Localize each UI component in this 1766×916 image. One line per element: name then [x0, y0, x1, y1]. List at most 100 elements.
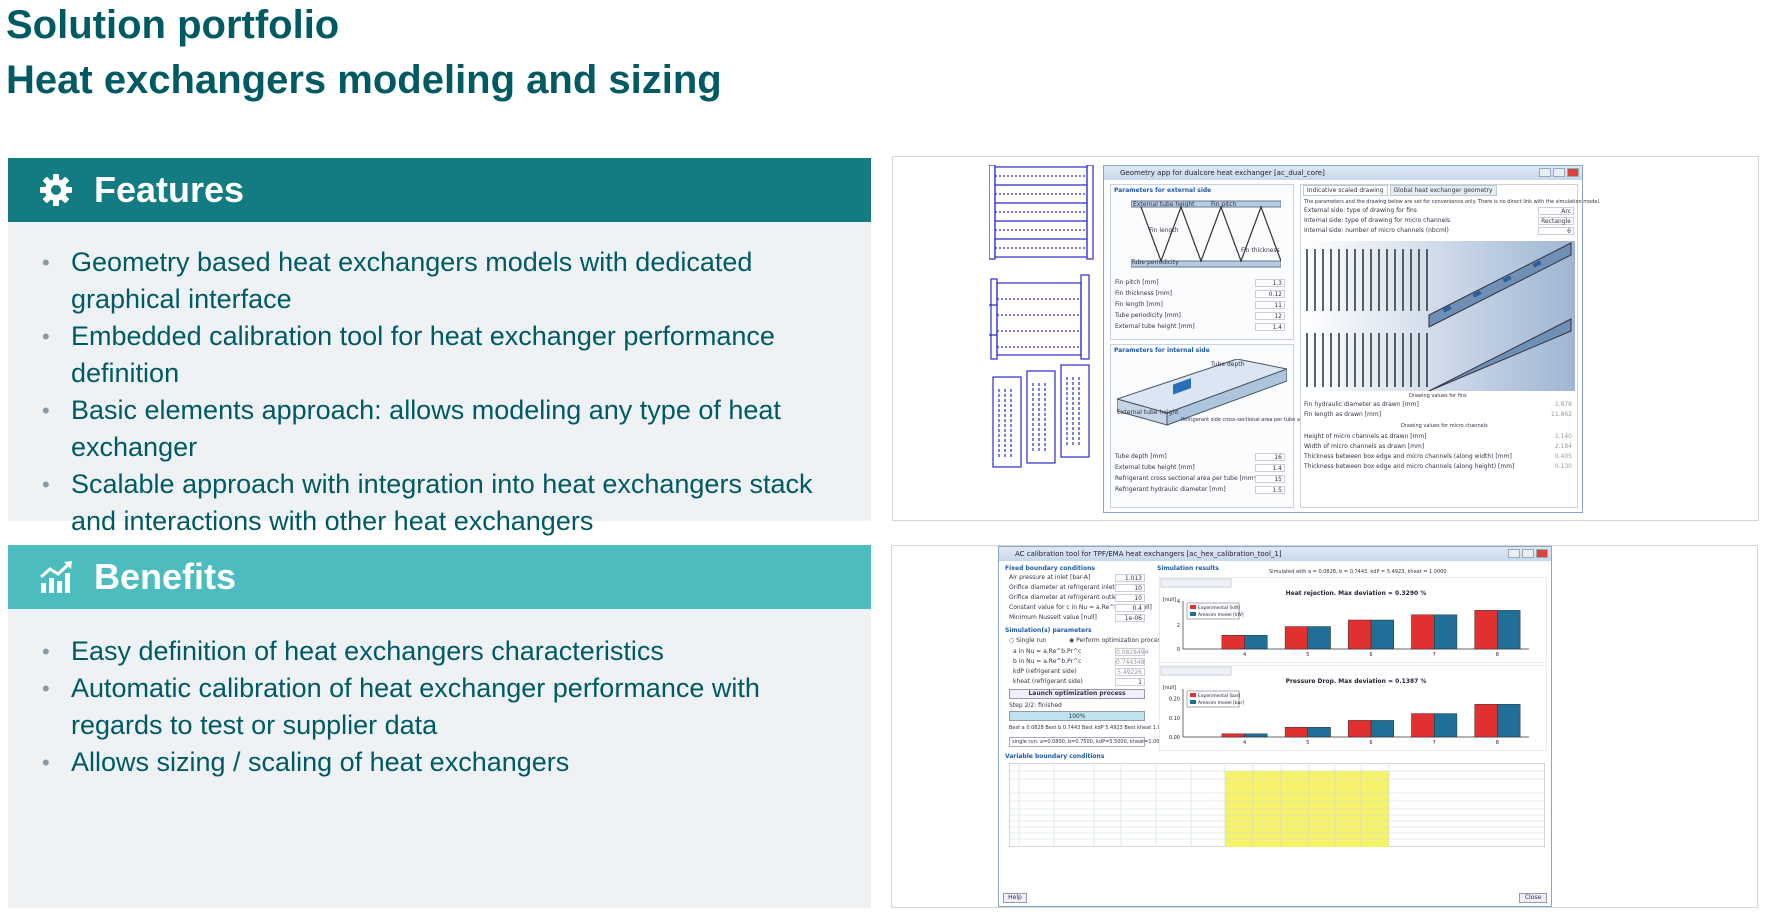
tab-scaled-drawing[interactable]: Indicative scaled drawing [1303, 185, 1388, 196]
bar [1244, 634, 1268, 650]
minimize-button[interactable] [1508, 549, 1520, 558]
param-row: Internal side: number of micro channels … [1304, 227, 1574, 237]
list-item: Geometry based heat exchangers models wi… [8, 244, 871, 318]
param-input[interactable]: 11 [1255, 301, 1285, 309]
bar [1370, 720, 1394, 738]
progress-bar: 100% [1009, 711, 1145, 721]
close-button[interactable]: Close [1519, 893, 1547, 903]
bar [1434, 614, 1458, 650]
param-row: Refrigerant cross sectional area per tub… [1115, 475, 1285, 485]
bar [1221, 733, 1245, 738]
value-row: Fin length as drawn [mm]11.862 [1304, 411, 1572, 418]
features-list: Geometry based heat exchangers models wi… [8, 244, 871, 540]
y-tick-label: 2 [1177, 623, 1180, 629]
param-input[interactable]: 0.0828494 [1115, 648, 1149, 656]
section-title: Simulation results [1157, 565, 1219, 572]
simulated-with: Simulated with a = 0.0828, b = 0.7443, k… [1269, 569, 1447, 575]
section-title: Variable boundary conditions [1005, 753, 1105, 760]
bar [1411, 713, 1435, 738]
help-button[interactable]: Help [1003, 893, 1027, 903]
x-tick-label: 5 [1306, 740, 1309, 746]
legend-label: Amesim model [kW] [1198, 612, 1244, 618]
param-input[interactable]: 0.4 [1115, 604, 1145, 612]
param-row: Orifice diameter at refrigerant inlet [m… [1009, 584, 1145, 594]
param-row: Tube depth [mm]16 [1115, 453, 1285, 463]
value-row: Fin hydraulic diameter as drawn [mm]1.87… [1304, 401, 1572, 408]
param-row: Tube periodicity [mm]12 [1115, 312, 1285, 322]
geometry-app-screenshot: Geometry app for dualcore heat exchanger… [892, 156, 1759, 521]
param-input[interactable]: 10 [1115, 584, 1145, 592]
launch-optimization-button[interactable]: Launch optimization process [1009, 689, 1145, 699]
list-item: Allows sizing / scaling of heat exchange… [8, 744, 871, 781]
bar [1348, 619, 1372, 650]
features-panel: Features Geometry based heat exchangers … [8, 158, 871, 536]
value-row: Thickness between box edge and micro cha… [1304, 453, 1572, 460]
param-input[interactable]: 1.3 [1255, 279, 1285, 287]
internal-side-box: Parameters for internal side Tube depth … [1110, 344, 1355, 508]
chart-title: Pressure Drop. Max deviation = 0.1387 % [1286, 678, 1427, 685]
step-text: Step 2/2: finished [1009, 702, 1062, 709]
close-icon[interactable] [1536, 549, 1548, 558]
run-select[interactable]: single run: a=0.0800, b=0.7500, kdP=5.50… [1009, 737, 1166, 747]
param-input[interactable]: 0.744348 [1115, 658, 1145, 666]
x-tick-label: 6 [1369, 652, 1372, 658]
bar [1370, 619, 1394, 650]
legend-label: Amesim model [bar] [1198, 700, 1244, 706]
radio-single-run[interactable]: ○ Single run [1009, 637, 1047, 644]
bar [1284, 727, 1308, 738]
external-side-box: Parameters for external side External tu… [1110, 184, 1294, 340]
value-row: Thickness between box edge and micro cha… [1304, 463, 1572, 470]
drawing-pane: Indicative scaled drawing Global heat ex… [1300, 184, 1600, 508]
diagram-label: Fin pitch [1211, 201, 1237, 208]
param-input[interactable]: 1.5 [1255, 486, 1285, 494]
chart-growth-icon [36, 557, 76, 597]
param-row: kheat (refrigerant side)1 [1013, 678, 1145, 688]
type-select[interactable]: Arc [1538, 207, 1574, 215]
pressure-drop-chart: Pressure Drop. Max deviation = 0.1387 %[… [1159, 665, 1547, 751]
param-input[interactable]: 15 [1255, 475, 1285, 483]
value-row: Width of micro channels as drawn [mm]2.1… [1304, 443, 1572, 450]
param-input[interactable]: 1 [1115, 678, 1145, 686]
bar [1307, 626, 1331, 650]
section-title: Parameters for internal side [1114, 347, 1210, 354]
gear-icon [36, 170, 76, 210]
param-input[interactable]: 1.013 [1115, 574, 1145, 582]
param-row: External tube height [mm]1.4 [1115, 464, 1285, 474]
param-input[interactable]: 6 [1538, 227, 1574, 235]
bar [1221, 635, 1245, 650]
chart-toolbar [1160, 578, 1232, 588]
heat-exchanger-sketches [989, 165, 1094, 468]
tab-global-geometry[interactable]: Global heat exchanger geometry [1389, 185, 1497, 196]
calibration-tool-screenshot: AC calibration tool for TPF/EMA heat exc… [891, 545, 1758, 908]
param-input[interactable]: 5.49226 [1115, 668, 1145, 676]
maximize-button[interactable] [1522, 549, 1534, 558]
fin-diagram [1131, 200, 1281, 268]
radio-optimization[interactable]: ◉ Perform optimization process [1069, 637, 1164, 644]
bar [1474, 704, 1498, 738]
param-input[interactable]: 1.4 [1255, 323, 1285, 331]
variable-conditions-table [1009, 763, 1545, 847]
diagram-label: Fin thickness [1241, 247, 1280, 254]
benefits-header: Benefits [8, 545, 871, 609]
param-row: Air pressure at inlet [bar-A]1.013 [1009, 574, 1145, 584]
param-input[interactable]: 1e-06 [1115, 614, 1145, 622]
param-row: Fin length [mm]11 [1115, 301, 1285, 311]
value-row: Height of micro channels as drawn [mm]1.… [1304, 433, 1572, 440]
maximize-button[interactable] [1553, 168, 1565, 177]
param-input[interactable]: 0.12 [1255, 290, 1285, 298]
param-input[interactable]: 10 [1115, 594, 1145, 602]
param-input[interactable]: 12 [1255, 312, 1285, 320]
close-icon[interactable] [1567, 168, 1579, 177]
param-row: Constant value for c in Nu = a.Re^b.Pr^c… [1009, 604, 1152, 612]
calibration-app-window: AC calibration tool for TPF/EMA heat exc… [998, 546, 1552, 907]
caption: Drawing values for fins [1409, 393, 1467, 399]
param-input[interactable]: 16 [1255, 453, 1285, 461]
param-input[interactable]: 1.4 [1255, 464, 1285, 472]
diagram-label: Tube periodicity [1131, 259, 1179, 266]
list-item: Easy definition of heat exchangers chara… [8, 633, 871, 670]
minimize-button[interactable] [1539, 168, 1551, 177]
legend-swatch [1190, 605, 1196, 609]
type-select[interactable]: Rectangle [1538, 217, 1574, 225]
